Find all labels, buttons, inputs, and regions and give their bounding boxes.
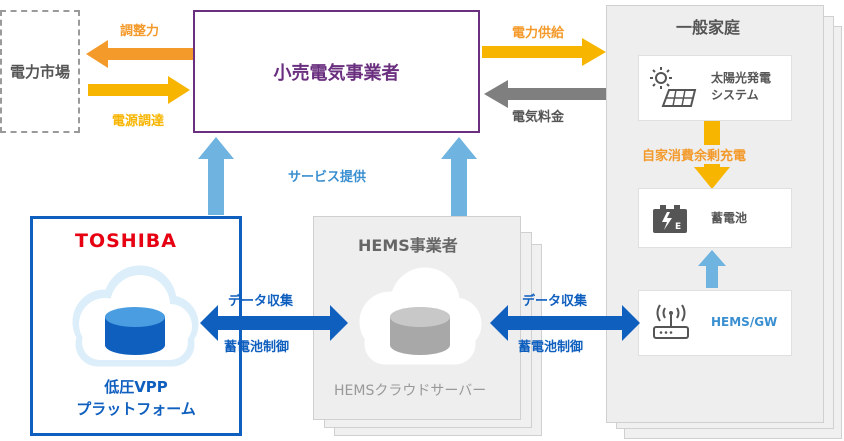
solar-card: 太陽光発電 システム	[638, 55, 792, 121]
adjust-arrow-icon	[86, 40, 194, 68]
solar-panel-icon	[650, 67, 697, 107]
source-adjust-label: 電源調達	[112, 114, 165, 129]
retailer-box: 小売電気事業者	[193, 10, 480, 133]
double-arrow-icon	[490, 305, 640, 341]
battery-card: E 蓄電池	[638, 188, 792, 248]
hems-gw-arrow	[490, 305, 640, 341]
hems-title: HEMS事業者	[358, 236, 458, 255]
electricity-market-box: 電力市場	[0, 10, 80, 133]
hems-server-label: HEMSクラウドサーバー	[334, 383, 487, 399]
household-arrows	[482, 38, 606, 108]
fee-label: 電気料金	[512, 110, 565, 125]
fee-arrow-icon	[484, 80, 606, 108]
router-icon	[653, 304, 689, 339]
battery-control-label-2: 蓄電池制御	[518, 340, 584, 355]
data-collect-label-2: データ収集	[522, 294, 588, 309]
self-consume-label: 自家消費余剰充電	[640, 145, 749, 164]
gw-label: HEMS/GW	[711, 315, 778, 329]
service-arrow-left	[198, 137, 234, 215]
service-label: サービス提供	[288, 170, 367, 185]
toshiba-logo: TOSHIBA	[75, 230, 177, 252]
solar-label: 太陽光発電 システム	[711, 71, 772, 102]
hems-cloud-icon	[359, 267, 482, 365]
vpp-hems-arrow	[200, 305, 348, 341]
battery-label: 蓄電池	[711, 211, 748, 225]
battery-control-label-1: 蓄電池制御	[224, 340, 290, 355]
supply-label: 電力供給	[512, 26, 565, 41]
adjust-label: 調整力	[120, 24, 160, 39]
svg-text:E: E	[675, 222, 681, 232]
battery-icon: E	[653, 205, 687, 233]
source-arrow-icon	[88, 76, 190, 104]
vpp-platform-label: 低圧VPP プラットフォーム	[76, 378, 196, 418]
up-arrow-icon	[198, 137, 234, 215]
up-arrow-icon	[441, 137, 477, 217]
gw-to-battery-arrow	[698, 250, 726, 288]
supply-arrow-icon	[482, 38, 606, 66]
data-collect-label-1: データ収集	[228, 294, 294, 309]
gw-card: HEMS/GW	[638, 290, 792, 356]
household-title: 一般家庭	[676, 18, 741, 37]
electricity-market-label: 電力市場	[9, 63, 70, 81]
double-arrow-icon	[200, 305, 348, 341]
market-arrows	[86, 40, 194, 104]
vpp-cloud-icon	[72, 265, 199, 367]
retailer-label: 小売電気事業者	[273, 62, 400, 84]
up-arrow-icon	[698, 250, 726, 288]
service-arrow-right	[441, 137, 477, 217]
